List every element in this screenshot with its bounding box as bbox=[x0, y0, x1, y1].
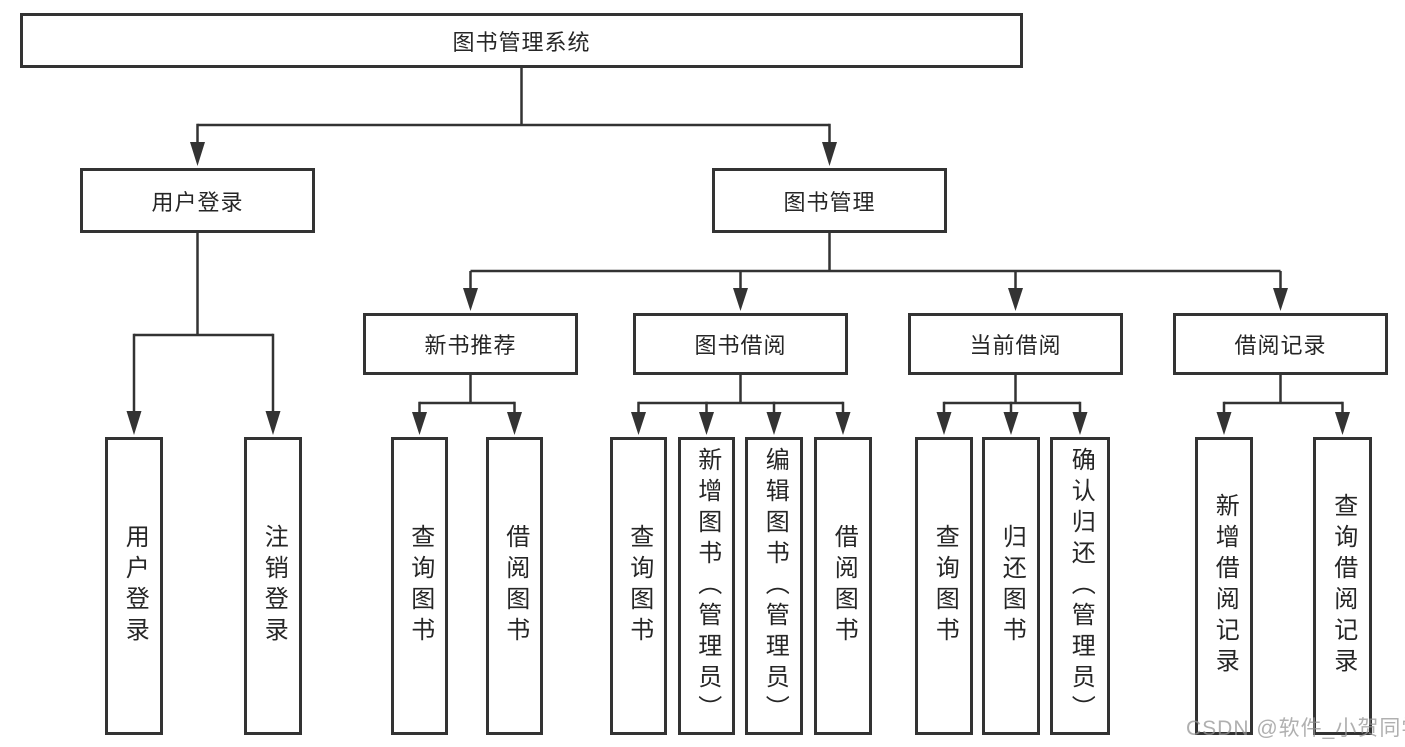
leaf-add-book-admin: 新增图书（管理员） bbox=[678, 437, 735, 735]
leaf-label: 查询借阅记录 bbox=[1329, 493, 1357, 679]
leaf-label: 查询图书 bbox=[931, 524, 959, 648]
leaf-query-books-borrow: 查询图书 bbox=[610, 437, 667, 735]
leaf-borrow-books: 借阅图书 bbox=[814, 437, 872, 735]
leaf-label: 新增图书（管理员） bbox=[693, 446, 721, 726]
leaf-query-borrow-record: 查询借阅记录 bbox=[1313, 437, 1372, 735]
leaf-label: 注销登录 bbox=[260, 524, 288, 648]
node-book-borrow: 图书借阅 bbox=[633, 313, 848, 375]
arrowheads bbox=[126, 142, 1350, 435]
leaf-edit-book-admin: 编辑图书（管理员） bbox=[745, 437, 803, 735]
leaf-label: 归还图书 bbox=[998, 524, 1026, 648]
node-label: 当前借阅 bbox=[969, 333, 1062, 358]
leaf-label: 借阅图书 bbox=[830, 524, 858, 648]
leaf-label: 借阅图书 bbox=[501, 524, 529, 648]
tree-edges bbox=[132, 68, 1344, 413]
node-borrow-records: 借阅记录 bbox=[1173, 313, 1388, 375]
leaf-query-books-current: 查询图书 bbox=[915, 437, 973, 735]
leaf-add-borrow-record: 新增借阅记录 bbox=[1195, 437, 1253, 735]
node-label: 图书管理系统 bbox=[452, 29, 591, 55]
leaf-logout: 注销登录 bbox=[244, 437, 302, 735]
node-library-management-system: 图书管理系统 bbox=[20, 13, 1023, 68]
leaf-confirm-return-admin: 确认归还（管理员） bbox=[1050, 437, 1110, 735]
node-user-login: 用户登录 bbox=[80, 168, 315, 233]
csdn-watermark: CSDN @软件_小贺同学 bbox=[1186, 717, 1405, 740]
leaf-label: 确认归还（管理员） bbox=[1067, 446, 1095, 726]
leaf-label: 编辑图书（管理员） bbox=[761, 446, 789, 726]
node-label: 用户登录 bbox=[151, 189, 244, 215]
node-new-book-recommend: 新书推荐 bbox=[363, 313, 578, 375]
node-book-management: 图书管理 bbox=[712, 168, 947, 233]
leaf-user-login: 用户登录 bbox=[105, 437, 163, 735]
leaf-label: 新增借阅记录 bbox=[1211, 493, 1239, 679]
node-label: 图书管理 bbox=[783, 189, 876, 215]
leaf-label: 查询图书 bbox=[406, 524, 434, 648]
node-current-borrow: 当前借阅 bbox=[908, 313, 1123, 375]
node-label: 借阅记录 bbox=[1234, 333, 1327, 358]
node-label: 新书推荐 bbox=[424, 333, 517, 358]
node-label: 图书借阅 bbox=[694, 333, 787, 358]
leaf-query-books-recommend: 查询图书 bbox=[391, 437, 448, 735]
leaf-borrow-books-recommend: 借阅图书 bbox=[486, 437, 543, 735]
leaf-label: 用户登录 bbox=[121, 524, 149, 648]
leaf-return-book: 归还图书 bbox=[982, 437, 1040, 735]
leaf-label: 查询图书 bbox=[625, 524, 653, 648]
